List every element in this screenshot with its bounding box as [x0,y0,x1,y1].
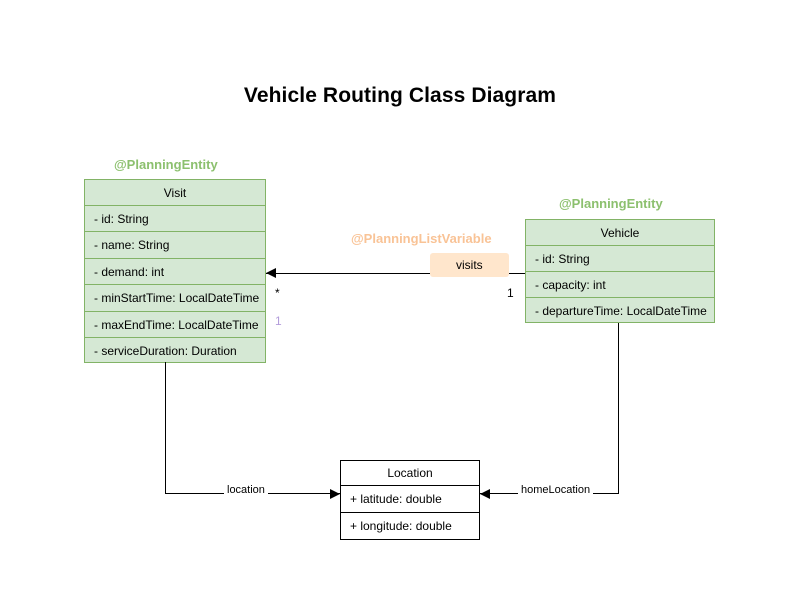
edge-vehicle-visits [266,273,525,274]
arrowhead-homelocation-icon [480,489,490,499]
class-attribute: + longitude: double [341,513,479,540]
class-name-visit: Visit [85,180,265,206]
class-attribute: - departureTime: LocalDateTime [535,304,707,318]
class-attribute: - maxEndTime: LocalDateTime [85,312,265,338]
edge-label-location: location [224,484,268,496]
class-box-vehicle[interactable]: Vehicle - id: String - capacity: int - d… [525,219,715,323]
arrowhead-location-icon [330,489,340,499]
vehicle-stereotype-label: @PlanningEntity [559,196,663,211]
multiplicity-visit-star: * [275,286,280,300]
multiplicity-visit-one: 1 [275,314,282,328]
multiplicity-vehicle-one: 1 [507,286,514,300]
list-variable-stereotype-label: @PlanningListVariable [351,231,492,246]
edge-label-homelocation: homeLocation [518,484,594,496]
class-name-vehicle: Vehicle [526,220,714,246]
class-box-visit[interactable]: Visit - id: String - name: String - dema… [84,179,266,363]
class-name-location: Location [341,461,479,486]
edge-vehicle-location-vertical [618,323,619,494]
edge-label-visits: visits [430,253,509,277]
arrowhead-visits-icon [266,268,276,278]
edge-visit-location-vertical [165,362,166,494]
class-attribute: - id: String [85,206,265,232]
class-attribute: - id: String [526,246,714,272]
visit-stereotype-label: @PlanningEntity [114,157,218,172]
page-title: Vehicle Routing Class Diagram [243,84,557,107]
class-attribute: + latitude: double [341,486,479,513]
class-attribute: - name: String [85,232,265,259]
class-attribute: - serviceDuration: Duration [94,344,237,358]
class-attribute: - demand: int [85,259,265,285]
class-attribute: - minStartTime: LocalDateTime [85,285,265,312]
class-box-location[interactable]: Location + latitude: double + longitude:… [340,460,480,540]
class-attribute: - capacity: int [526,272,714,298]
